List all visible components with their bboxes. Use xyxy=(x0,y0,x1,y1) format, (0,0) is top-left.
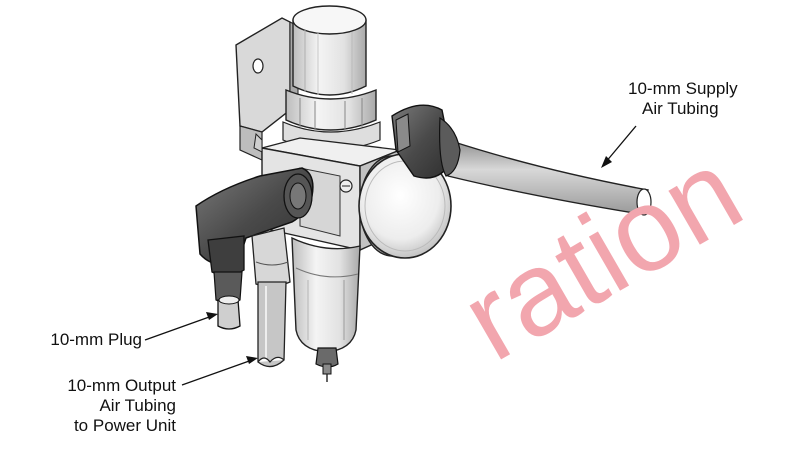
plug-label-line1: 10-mm Plug xyxy=(50,330,142,349)
supply-leader-line xyxy=(604,125,637,164)
filter-bowl xyxy=(291,236,361,353)
supply-tubing-label-line2: Air Tubing xyxy=(642,99,719,118)
output-leader-arrowhead xyxy=(246,356,258,364)
regulator-knob xyxy=(292,5,367,96)
plug xyxy=(217,295,241,330)
plug-label: 10-mm Plug xyxy=(6,330,142,350)
output-tubing-label-line2: Air Tubing xyxy=(99,396,176,415)
supply-elbow-fitting xyxy=(391,104,461,179)
output-tubing-label: 10-mm Output Air Tubing to Power Unit xyxy=(6,376,176,436)
supply-tubing-label: 10-mm Supply Air Tubing xyxy=(628,79,738,119)
supply-leader-arrowhead xyxy=(601,156,612,168)
output-leader-line xyxy=(181,359,253,386)
output-elbow-fitting xyxy=(195,167,314,304)
output-tubing-label-line1: 10-mm Output xyxy=(67,376,176,395)
drain-valve xyxy=(315,347,339,382)
output-push-in-fitting xyxy=(251,227,291,288)
plug-leader-line xyxy=(144,315,213,341)
leader-lines xyxy=(144,125,637,386)
plug-leader-arrowhead xyxy=(206,312,218,320)
output-air-tubing xyxy=(257,281,287,368)
output-tubing-label-line3: to Power Unit xyxy=(73,416,176,435)
supply-air-tubing xyxy=(447,139,652,216)
supply-tubing-label-line1: 10-mm Supply xyxy=(628,79,738,98)
